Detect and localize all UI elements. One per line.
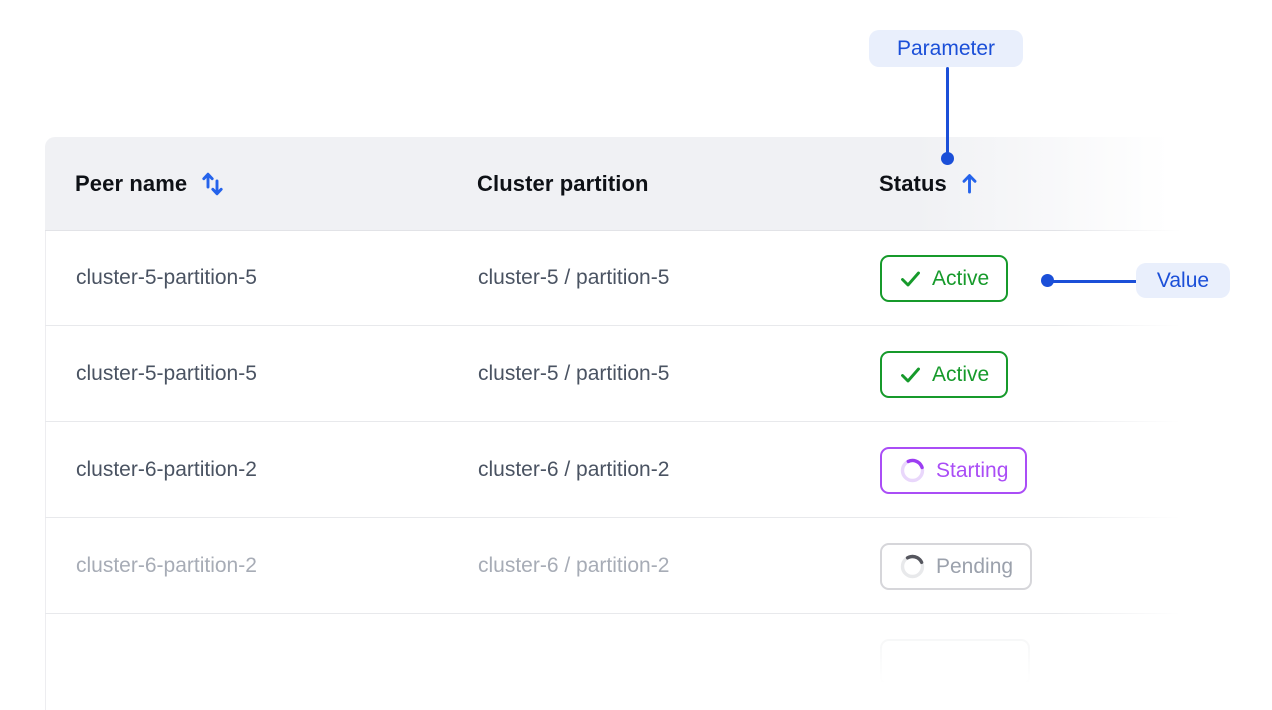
cluster-partition-text: cluster-6 / partition-2 xyxy=(478,458,670,481)
cluster-partition-cell: cluster-6 / partition-2 xyxy=(478,554,880,578)
status-cell: Pending xyxy=(880,542,1192,590)
peer-name-cell: cluster-5-partition-5 xyxy=(46,266,478,290)
value-connector-dot xyxy=(1041,274,1054,287)
table-header-row: Peer name Cluster partition Status xyxy=(45,137,1192,231)
status-label: Pending xyxy=(936,554,1014,578)
table-body: cluster-5-partition-5 cluster-5 / partit… xyxy=(45,230,1192,710)
status-label: Active xyxy=(932,266,990,290)
status-badge: Active xyxy=(880,254,1009,302)
status-cell xyxy=(880,638,1192,686)
status-cell: Active xyxy=(880,350,1192,398)
status-badge xyxy=(880,638,1030,686)
parameter-connector-dot xyxy=(941,152,954,165)
status-label: Active xyxy=(932,362,990,386)
value-connector-line xyxy=(1051,280,1137,283)
sort-ascending-icon[interactable] xyxy=(961,172,978,195)
status-cell: Active xyxy=(880,254,1192,302)
table-row: cluster-5-partition-5 cluster-5 / partit… xyxy=(45,326,1192,422)
check-icon xyxy=(899,363,922,386)
peer-name-cell: cluster-6-partition-2 xyxy=(46,554,478,578)
table-row: cluster-6-partition-2 cluster-6 / partit… xyxy=(45,422,1192,518)
status-label: Starting xyxy=(936,458,1009,482)
value-callout-label: Value xyxy=(1156,268,1210,292)
peer-name-text: cluster-5-partition-5 xyxy=(76,266,257,289)
parameter-callout: Parameter xyxy=(869,30,1023,67)
peer-name-text: cluster-6-partition-2 xyxy=(76,554,257,577)
peer-name-text: cluster-6-partition-2 xyxy=(76,458,257,481)
peer-name-text: cluster-5-partition-5 xyxy=(76,362,257,385)
check-icon xyxy=(899,267,922,290)
cluster-partition-cell: cluster-6 / partition-2 xyxy=(478,458,880,482)
column-header-label: Cluster partition xyxy=(477,170,649,196)
cluster-partition-cell: cluster-5 / partition-5 xyxy=(478,266,880,290)
column-header-label: Status xyxy=(879,170,947,196)
spinner-icon xyxy=(899,457,926,484)
sort-icon[interactable] xyxy=(201,170,224,198)
spinner-icon xyxy=(899,553,926,580)
parameter-connector-line xyxy=(946,67,949,153)
table-row: cluster-6-partition-2 cluster-6 / partit… xyxy=(45,518,1192,614)
status-cell: Starting xyxy=(880,446,1192,494)
status-badge: Starting xyxy=(880,446,1028,494)
table-row xyxy=(46,614,1192,710)
value-callout: Value xyxy=(1136,263,1230,298)
column-header-label: Peer name xyxy=(75,170,188,196)
cluster-partition-text: cluster-5 / partition-5 xyxy=(478,266,670,289)
column-header-cluster-partition[interactable]: Cluster partition xyxy=(477,171,879,197)
parameter-callout-label: Parameter xyxy=(896,36,996,60)
check-icon xyxy=(899,651,922,674)
peer-name-cell: cluster-5-partition-5 xyxy=(46,362,478,386)
column-header-peer-name[interactable]: Peer name xyxy=(45,170,477,198)
cluster-partition-text: cluster-5 / partition-5 xyxy=(478,362,670,385)
cluster-partition-cell: cluster-5 / partition-5 xyxy=(478,362,880,386)
status-badge: Pending xyxy=(880,542,1033,590)
cluster-partition-text: cluster-6 / partition-2 xyxy=(478,554,670,577)
peer-name-cell: cluster-6-partition-2 xyxy=(46,458,478,482)
table-row: cluster-5-partition-5 cluster-5 / partit… xyxy=(45,230,1192,326)
status-badge: Active xyxy=(880,350,1009,398)
peers-table: Peer name Cluster partition Status clust… xyxy=(45,137,1192,710)
column-header-status[interactable]: Status xyxy=(879,171,1192,197)
